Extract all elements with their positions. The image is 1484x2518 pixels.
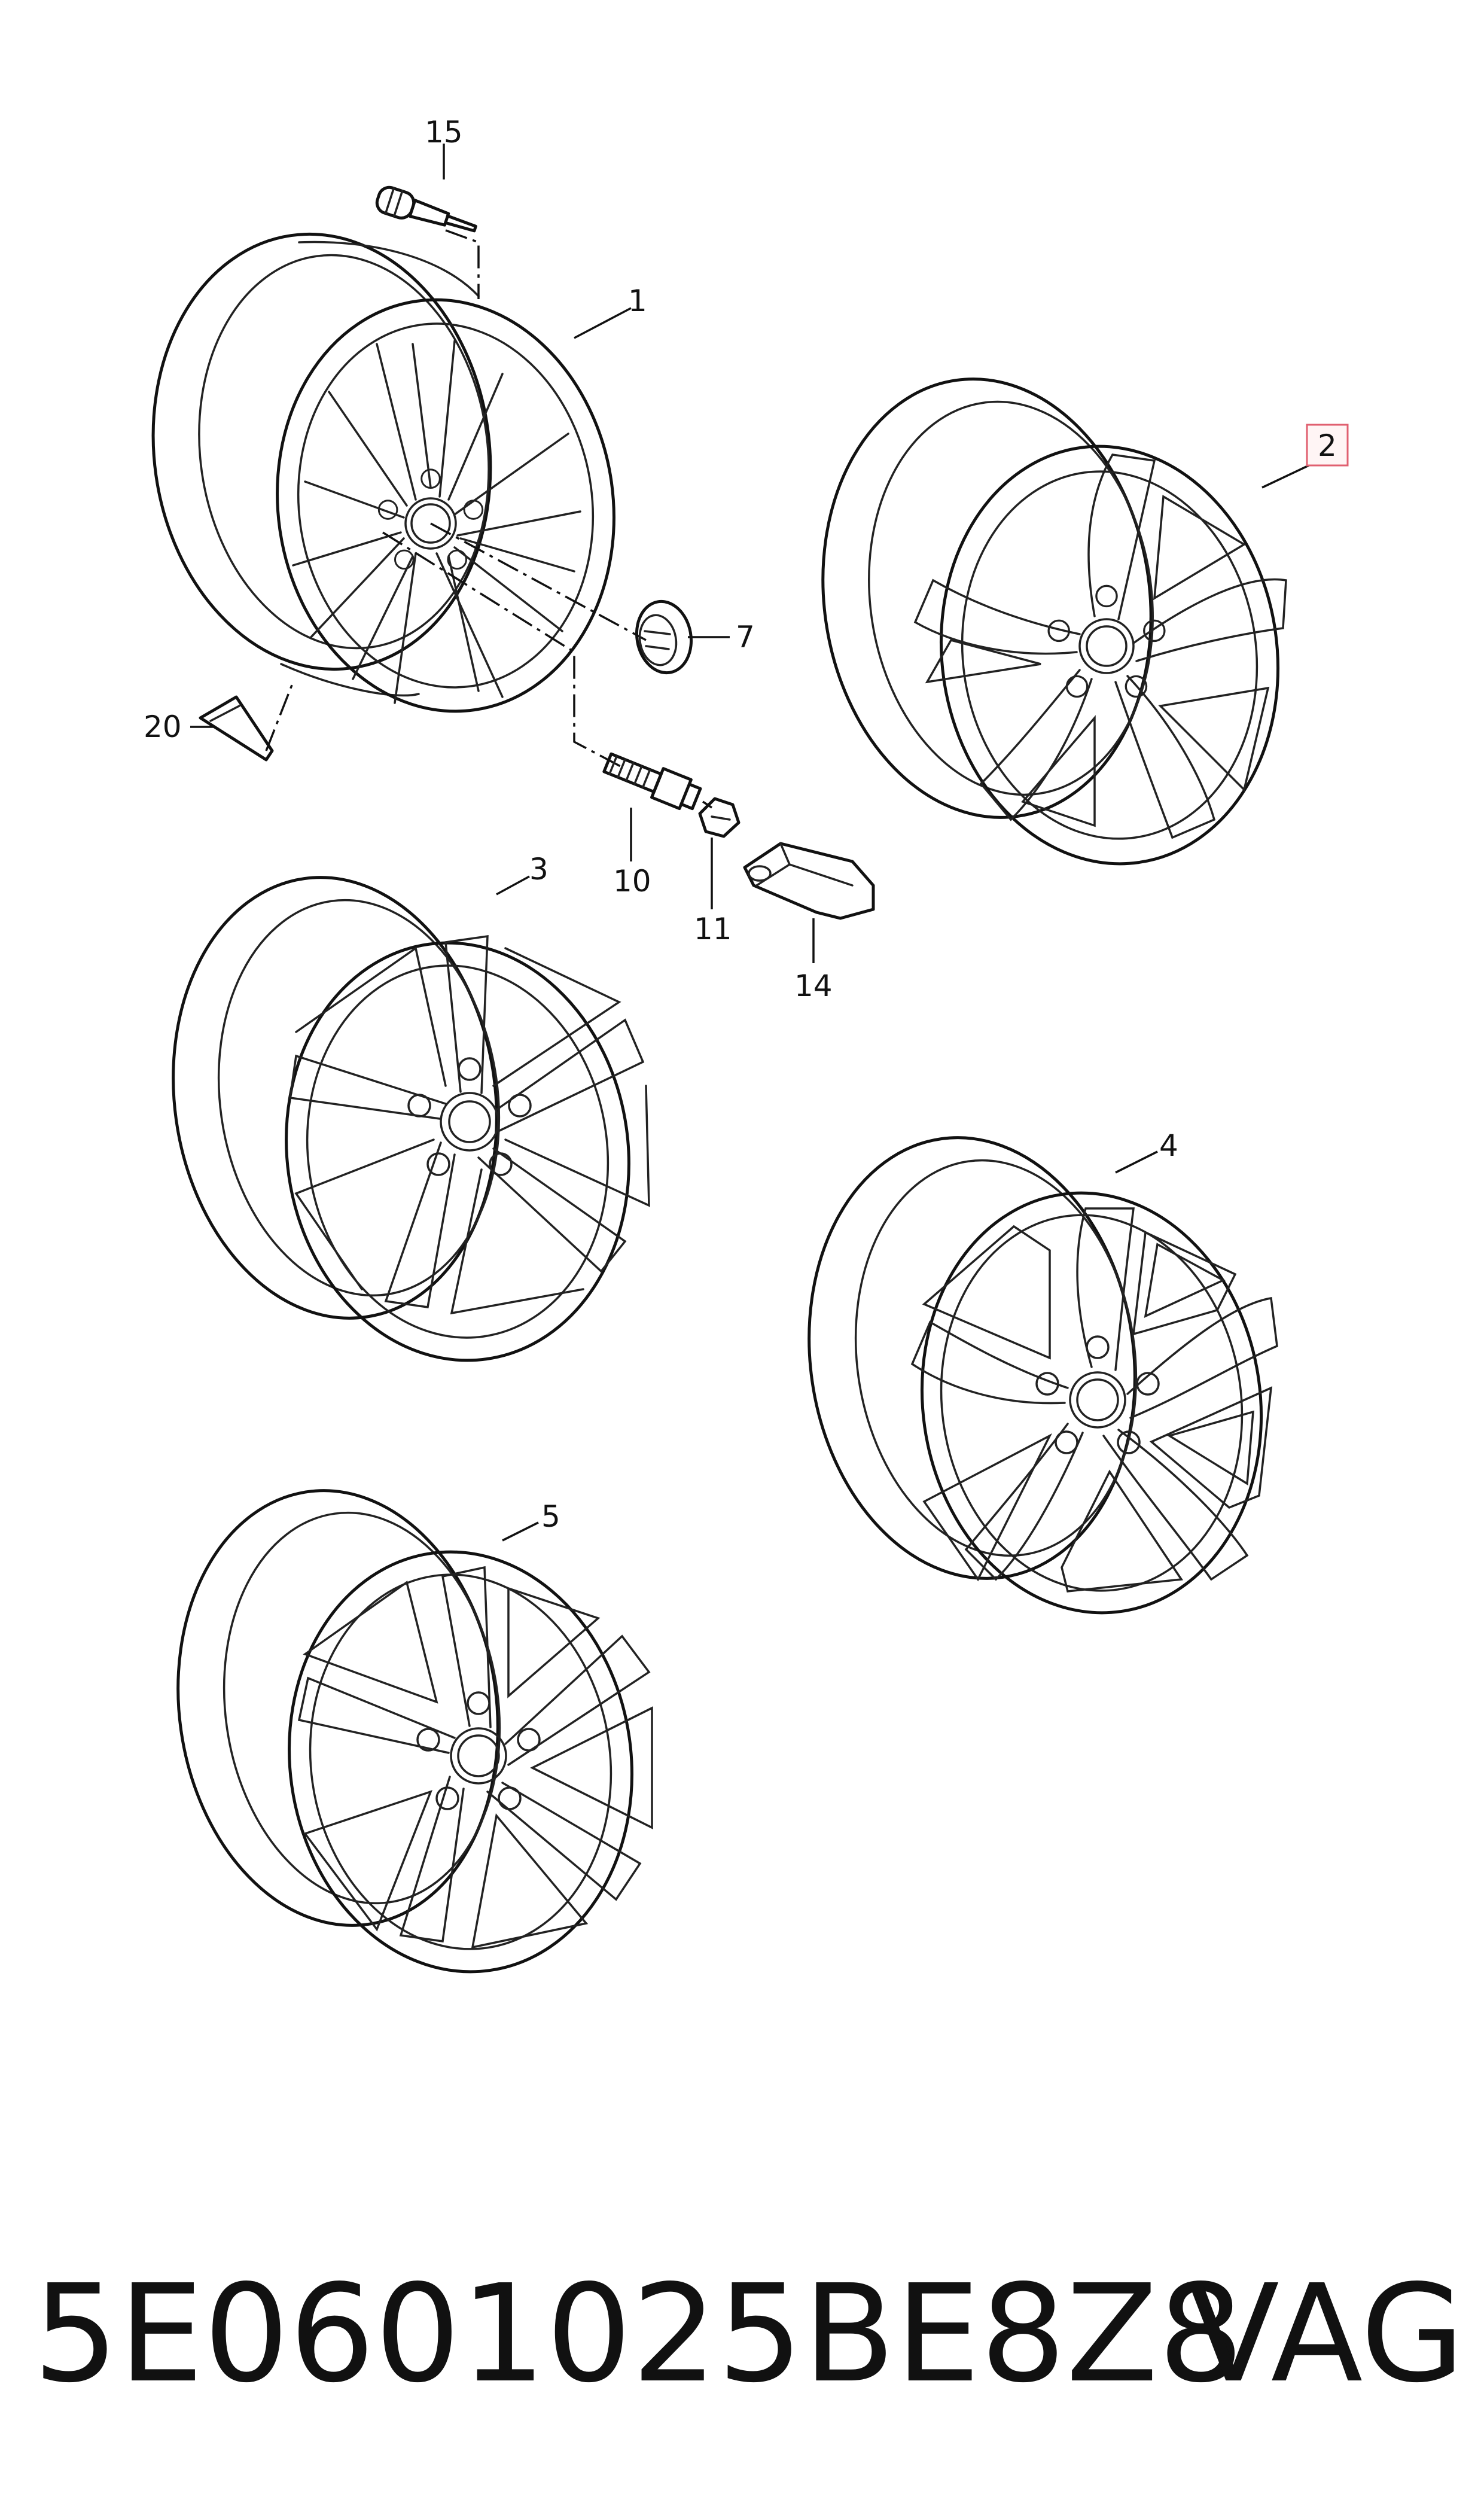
callout-4: 4 xyxy=(1159,1128,1178,1163)
wheel-5 xyxy=(176,1489,653,1974)
wheel-2-highlight-box xyxy=(1306,424,1349,467)
callout-2: 2 xyxy=(1318,428,1337,463)
callout-14: 14 xyxy=(794,969,833,1003)
bolt-cap xyxy=(698,797,741,838)
bolt-tool xyxy=(743,842,875,920)
tyre-valve xyxy=(375,185,477,233)
wheel-3 xyxy=(172,876,650,1362)
callout-1: 1 xyxy=(628,284,647,318)
wheel-2 xyxy=(821,377,1287,866)
callout-5: 5 xyxy=(541,1499,560,1534)
rim-clip xyxy=(199,695,274,762)
callout-11: 11 xyxy=(694,912,732,946)
callout-15: 15 xyxy=(425,115,463,150)
wheel-1 xyxy=(151,232,615,713)
callout-3: 3 xyxy=(529,852,548,887)
center-cap xyxy=(635,599,693,675)
callout-10: 10 xyxy=(613,864,651,899)
callout-20: 20 xyxy=(144,710,182,744)
callout-7: 7 xyxy=(736,620,755,654)
wheel-4 xyxy=(807,1136,1278,1615)
wheel-bolt xyxy=(602,752,702,811)
brand-name: VAG xyxy=(1187,2256,1465,2413)
part-number: 5E0601025BE8Z8 xyxy=(33,2256,1244,2413)
